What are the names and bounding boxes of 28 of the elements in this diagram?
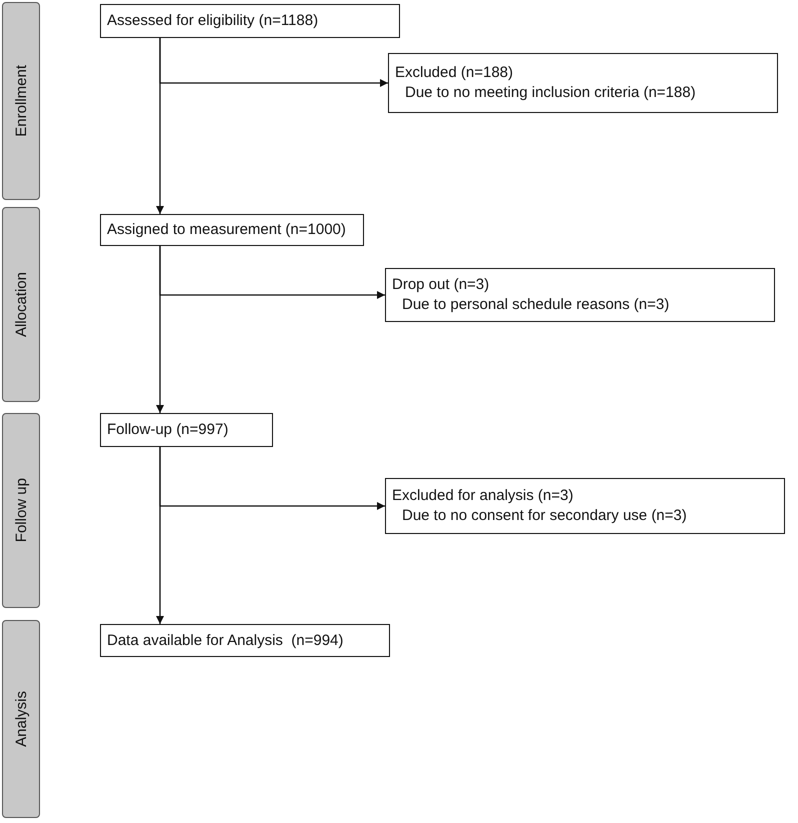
stage-band <box>2 2 40 200</box>
stage-label: Follow up <box>12 478 30 543</box>
arrow <box>159 246 385 299</box>
step-text: Assigned to measurement (n=1000) <box>107 220 347 240</box>
step-text: Excluded for analysis (n=3) <box>392 486 574 506</box>
step-text: Drop out (n=3) <box>392 275 490 295</box>
stage-band <box>2 620 40 818</box>
reason-text: Due to no meeting inclusion criteria (n=188) <box>404 83 697 103</box>
stage-label: Analysis <box>12 691 30 747</box>
process-box <box>100 4 400 38</box>
step-text: Excluded (n=188) <box>395 63 514 83</box>
process-box <box>100 413 273 447</box>
arrow <box>159 447 385 510</box>
stage-band <box>2 413 40 608</box>
stage-label: Enrollment <box>12 65 30 137</box>
stage-label: Allocation <box>12 272 30 338</box>
step-text: Assessed for eligibility (n=1188) <box>107 11 320 31</box>
arrow <box>159 38 388 87</box>
stage-band <box>2 207 40 402</box>
process-box <box>388 53 778 113</box>
process-box <box>385 268 775 322</box>
process-box <box>100 214 364 246</box>
step-text: Data available for Analysis (n=994) <box>107 630 344 650</box>
reason-text: Due to no consent for secondary use (n=3) <box>401 506 688 526</box>
process-box <box>100 624 390 657</box>
process-box <box>385 478 785 534</box>
reason-text: Due to personal schedule reasons (n=3) <box>401 295 670 315</box>
step-text: Follow-up (n=997) <box>107 420 230 440</box>
